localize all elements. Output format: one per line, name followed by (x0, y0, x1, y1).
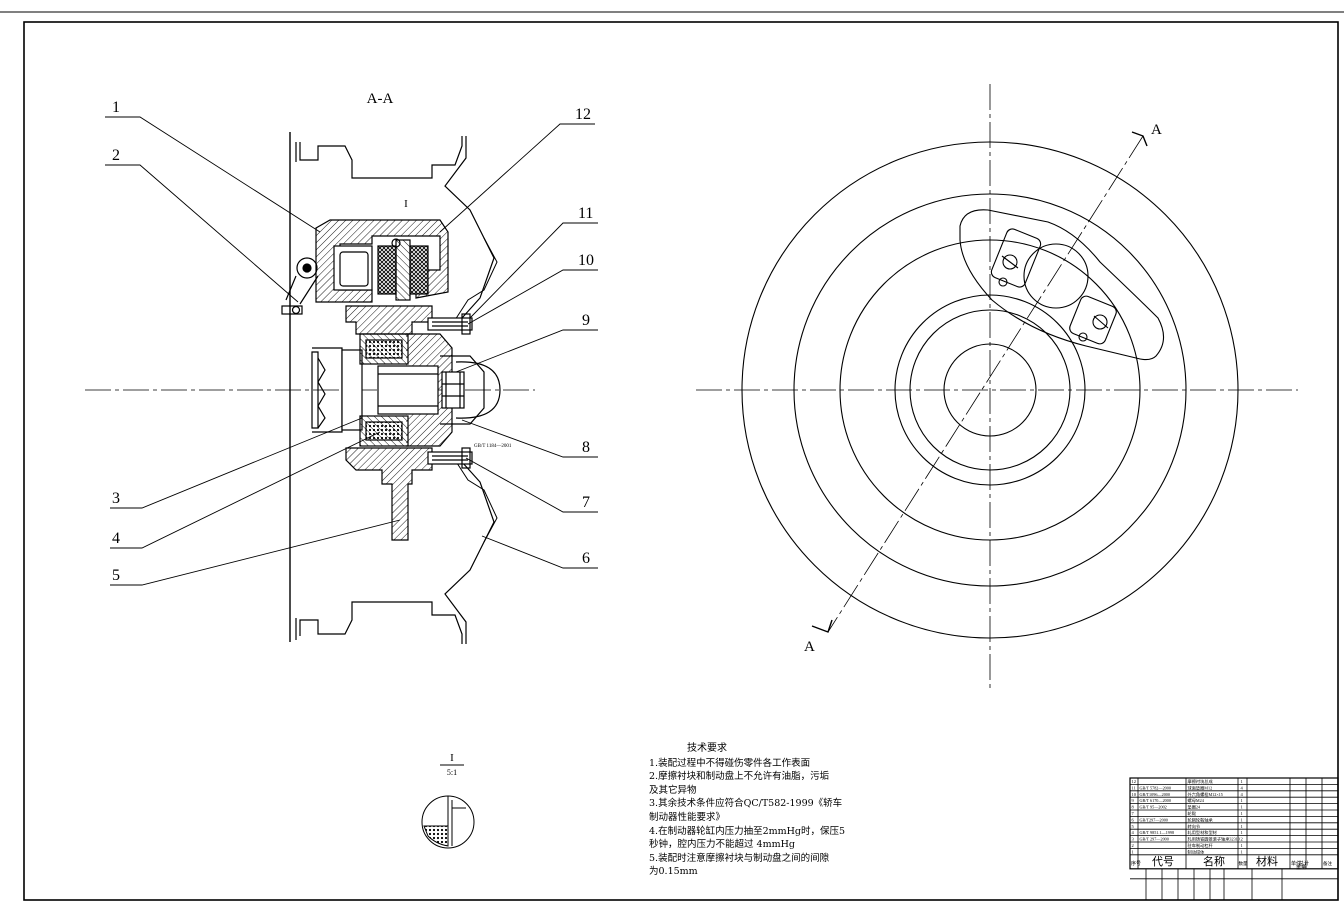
parts-list-cell: 11 (1132, 785, 1136, 790)
parts-list-cell: GB/T 5782—2000 (1140, 785, 1171, 790)
gb-standard-note: GB/T 1184—2001 (474, 444, 512, 449)
parts-list-header: 名称 (1203, 854, 1225, 868)
front-view (696, 84, 1298, 690)
parts-list-cell: 轮辋轮毂轴承 (1188, 816, 1214, 823)
balloon-labels: 1 2 3 4 5 6 7 8 9 10 11 12 (112, 99, 594, 584)
parts-list-cell: 10 (1132, 792, 1137, 797)
balloon-4: 4 (112, 530, 120, 547)
parts-list-cell: 8 (1132, 805, 1135, 810)
balloon-7: 7 (582, 494, 590, 511)
parts-list-cell: 2 (1132, 843, 1134, 848)
parts-list-cell: GB/T297—2000 (1140, 817, 1168, 822)
parts-list-header: 代号 (1152, 855, 1174, 868)
balloon-6: 6 (582, 550, 590, 567)
parts-list-cell: 制动钳体 (1188, 848, 1206, 855)
tech-line: 1.装配过程中不得碰伤零件各工作表面 (649, 757, 811, 769)
tech-line: 及其它异物 (649, 784, 697, 796)
detail-scale: 5:1 (447, 768, 457, 777)
parts-list-cell: 3 (1132, 837, 1135, 842)
tech-line: 制动器性能要求》 (649, 811, 726, 823)
balloon-1: 1 (112, 99, 120, 116)
parts-list-cell: GB/T1096—2000 (1140, 792, 1170, 797)
technical-requirements: 技术要求 1.装配过程中不得碰伤零件各工作表面 2.摩擦衬块和制动盘上不允许有油… (649, 742, 846, 879)
tech-line: 秒钟，腔内压力不能超过 4mmHg (649, 839, 795, 851)
parts-list-cell: 垫圈24 (1188, 804, 1201, 811)
tech-line: 5.装配时注意摩擦衬块与制动盘之间的间隙 (649, 852, 830, 864)
parts-list-cell: 1 (1241, 805, 1243, 810)
parts-list-cell: 摩擦衬块总成 (1188, 778, 1213, 785)
parts-list-cell: 1 (1241, 843, 1243, 848)
balloon-10: 10 (578, 252, 594, 269)
parts-list-cell: 1 (1241, 798, 1243, 803)
parts-list-cell: GB/T 9851.1—1998 (1140, 830, 1175, 835)
parts-list-cell: 1 (1241, 830, 1243, 835)
parts-list-cell: 驻车制动杠杆 (1188, 842, 1214, 849)
balloon-11: 11 (578, 205, 593, 222)
tech-heading: 技术要求 (687, 743, 727, 754)
balloon-5: 5 (112, 567, 120, 584)
parts-list-cell: 12 (1132, 779, 1137, 784)
parts-list-cell: 1 (1241, 811, 1243, 816)
parts-list-cell: 螺母M24 (1188, 797, 1205, 804)
parts-list-cell: 7 (1132, 811, 1135, 816)
parts-list-cell: 1 (1241, 779, 1243, 784)
parts-list-cell: 2 (1241, 837, 1243, 842)
parts-list-cell: 1 (1132, 849, 1134, 854)
section-letter-top: A (1151, 122, 1162, 138)
parts-list-cell: GB/T 6170—2000 (1140, 798, 1171, 803)
balloon-2: 2 (112, 147, 120, 164)
parts-list-cell: GB/T 95—2002 (1140, 805, 1167, 810)
parts-list-cell: 4 (1241, 785, 1244, 790)
tech-line: 4.在制动器轮缸内压力抽至2mmHg时，保压5 (649, 825, 846, 837)
balloon-3: 3 (112, 490, 120, 507)
section-title: A-A (367, 91, 394, 107)
parts-list-cell: 1 (1241, 849, 1243, 854)
parts-list-header: 数量 (1239, 860, 1248, 867)
detail-marker-label: I (450, 752, 454, 764)
tech-line: 3.其余技术条件应符合QC/T582-1999《轿车 (649, 798, 843, 810)
parts-list-cell: 轧用铸铁圆锥滚子轴承32310 (1188, 836, 1240, 843)
parts-list-header: 总计 (1299, 860, 1309, 867)
parts-list-header: 重量 (1296, 864, 1306, 871)
parts-list-cell: 球面垫圈M12 (1188, 784, 1213, 791)
detail-marker: I (404, 198, 408, 210)
parts-list-cell: 外六角螺栓M12×15 (1188, 791, 1223, 798)
balloon-leaders (105, 116, 598, 586)
parts-list-header: 序号 (1131, 860, 1141, 867)
parts-list-cell: 4 (1132, 830, 1135, 835)
parts-list-header: 备注 (1323, 860, 1332, 867)
parts-list-cell: GB/T 297—2000 (1140, 837, 1169, 842)
section-letter-bottom: A (804, 639, 815, 655)
balloon-8: 8 (582, 439, 590, 456)
tech-line: 2.摩擦衬块和制动盘上不允许有油脂，污垢 (649, 771, 830, 783)
parts-list-cell: 轧用型材和型材 (1188, 829, 1217, 836)
parts-list-cell: 4 (1241, 792, 1244, 797)
tech-line: 为0.15mm (649, 866, 698, 878)
parts-list-cell: 轮毂 (1188, 810, 1197, 817)
parts-list-header: 材料 (1256, 854, 1278, 868)
parts-list-cell: 6 (1132, 817, 1135, 822)
parts-list-cell: 5 (1132, 824, 1135, 829)
parts-list-cell: 1 (1241, 824, 1243, 829)
parts-list-cell: 转向节 (1188, 823, 1201, 830)
parts-list-header: 单件 (1291, 860, 1301, 867)
parts-list-cell: 1 (1241, 817, 1243, 822)
section-view-aa (85, 132, 535, 644)
parts-list-cell: 9 (1132, 798, 1135, 803)
balloon-12: 12 (575, 106, 591, 123)
balloon-9: 9 (582, 312, 590, 329)
detail-view-i: I 5:1 (421, 752, 475, 849)
drawing-border (23, 21, 1339, 901)
